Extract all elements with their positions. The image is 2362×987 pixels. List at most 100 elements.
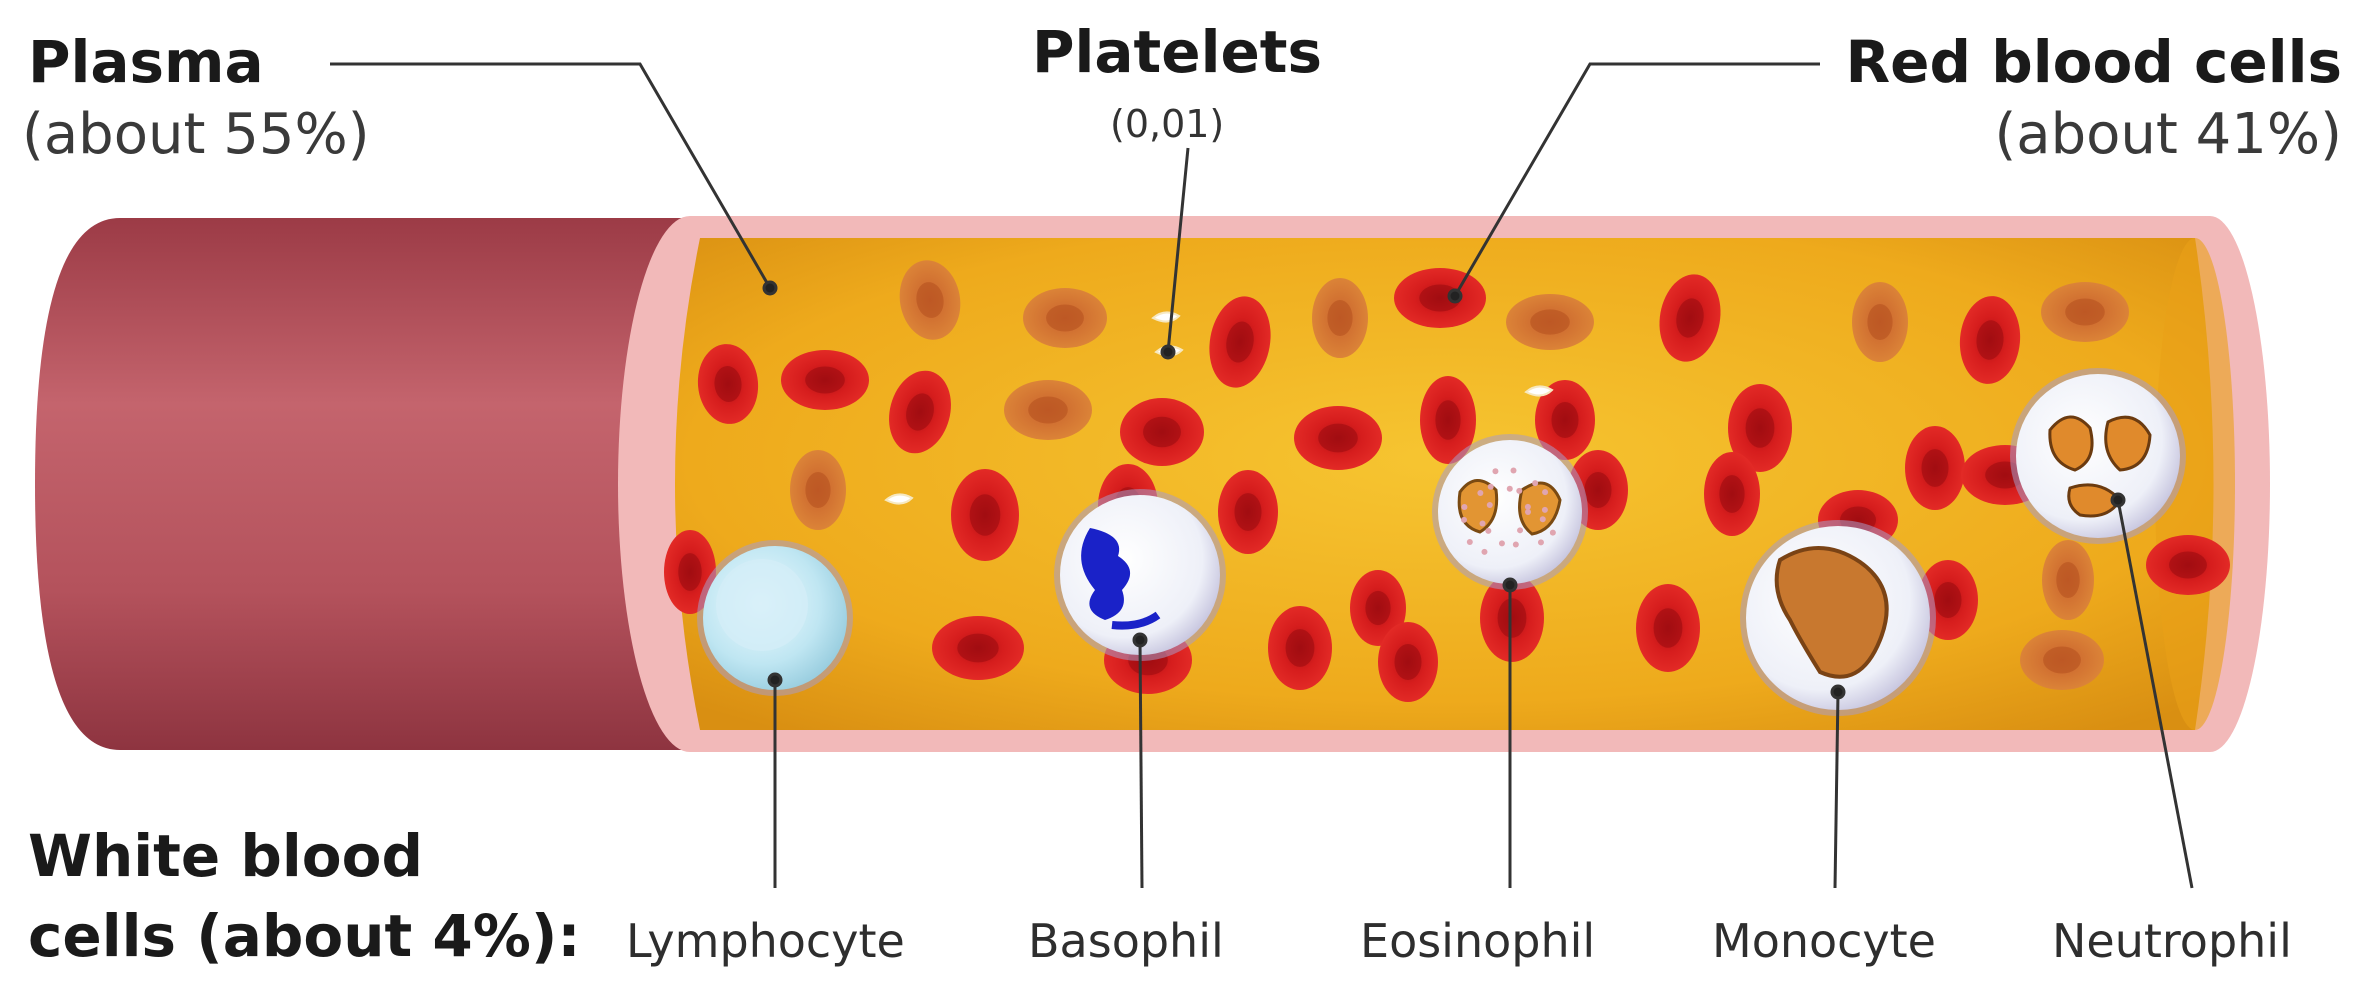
eosinophil-granule [1492,468,1498,474]
red-blood-cell [1704,452,1760,536]
red-blood-cell-center [2169,552,2207,579]
eosinophil-granule [1540,516,1546,522]
lymphocyte-nucleus [716,559,808,651]
red-blood-cell [1294,406,1382,470]
red-blood-cells-title: Red blood cells [1845,28,2342,96]
red-blood-cell [951,469,1019,561]
red-blood-cell [2041,282,2129,342]
label-monocyte: Monocyte [1712,914,1936,968]
red-blood-cell-center [1143,417,1181,448]
red-blood-cell-center [1435,400,1460,440]
leader-dot [1504,579,1516,591]
red-blood-cell [2146,535,2230,595]
eosinophil-granule [1525,504,1531,510]
red-blood-cell-center [1395,644,1422,680]
red-blood-cell-center [805,367,845,394]
plasma-title: Plasma [28,28,264,96]
platelets-title: Platelets [1032,18,1322,86]
red-blood-cell-center [970,494,1001,535]
red-blood-cell-center [1585,472,1612,508]
red-blood-cell [790,450,846,530]
red-blood-cell-center [1498,598,1527,638]
leader-dot [2112,494,2124,506]
red-blood-cell [1506,294,1594,350]
eosinophil-granule [1513,541,1519,547]
eosinophil-granule [1525,509,1531,515]
basophil-cell [1060,495,1220,655]
platelets-detail: (0,01) [1110,102,1224,146]
label-eosinophil: Eosinophil [1360,914,1595,968]
red-blood-cell-center [1935,582,1962,618]
eosinophil-granule [1532,480,1538,486]
red-blood-cell [2042,540,2094,620]
white-blood-cells-title-line1: White blood [28,822,423,890]
eosinophil-granule [1517,527,1523,533]
red-blood-cell [1004,380,1092,440]
eosinophil-granule [1499,540,1505,546]
red-blood-cell-center [1719,475,1744,513]
eosinophil-granule [1511,467,1517,473]
eosinophil-granule [1542,507,1548,513]
vessel-wall [35,218,720,750]
red-blood-cell-center [1867,304,1892,340]
red-blood-cell [1218,470,1278,554]
red-blood-cell-center [957,634,998,663]
leader-dot [769,674,781,686]
eosinophil-granule [1461,517,1467,523]
label-basophil: Basophil [1028,914,1224,968]
red-blood-cell [1905,426,1965,510]
eosinophil-granule [1488,484,1494,490]
red-blood-cell-center [1318,424,1358,453]
red-blood-cell-center [1028,397,1068,424]
leader-dot [764,282,776,294]
red-blood-cell-center [1922,449,1949,487]
leader-dot [1832,686,1844,698]
red-blood-cell [1268,606,1332,690]
red-blood-cell [1394,268,1486,328]
red-blood-cell-center [1746,408,1775,448]
red-blood-cell [781,350,869,410]
red-blood-cell-center [1286,629,1315,667]
eosinophil-granule [1507,486,1513,492]
red-blood-cell-center [1046,305,1084,332]
eosinophil-granule [1461,504,1467,510]
eosinophil-granule [1481,549,1487,555]
eosinophil-granule [1480,520,1486,526]
eosinophil-granule [1538,539,1544,545]
red-blood-cell [2020,630,2104,690]
red-blood-cell-center [1552,402,1579,438]
label-neutrophil: Neutrophil [2052,914,2292,968]
red-blood-cell-center [2056,562,2079,598]
red-blood-cell-center [2043,647,2081,674]
eosinophil-granule [1516,488,1522,494]
red-blood-cell [932,616,1024,680]
leader-dot [1449,290,1461,302]
red-blood-cell [1852,282,1908,362]
eosinophil-granule [1467,539,1473,545]
eosinophil-granule [1487,502,1493,508]
white-blood-cells-title-line2: cells (about 4%): [28,902,581,970]
red-blood-cell-center [1235,493,1262,531]
red-blood-cell-center [805,472,830,508]
red-blood-cell [1120,398,1204,466]
red-blood-cell-center [678,553,701,591]
eosinophil-granule [1550,530,1556,536]
eosinophil-granule [1542,489,1548,495]
basophil-leader [1140,640,1142,888]
label-lymphocyte: Lymphocyte [626,914,905,968]
red-blood-cell-center [1654,608,1683,648]
red-blood-cell [1023,288,1107,348]
red-blood-cell [1378,622,1438,702]
leader-dot [1134,634,1146,646]
red-blood-cell-center [1365,591,1390,625]
plasma-detail: (about 55%) [22,102,370,167]
red-blood-cell [1312,278,1368,358]
red-blood-cell-center [2065,299,2105,326]
red-blood-cells-detail: (about 41%) [1994,102,2342,167]
eosinophil-granule [1485,528,1491,534]
red-blood-cell [1636,584,1700,672]
leader-dot [1162,346,1174,358]
eosinophil-granule [1477,490,1483,496]
red-blood-cell-center [1327,300,1352,336]
